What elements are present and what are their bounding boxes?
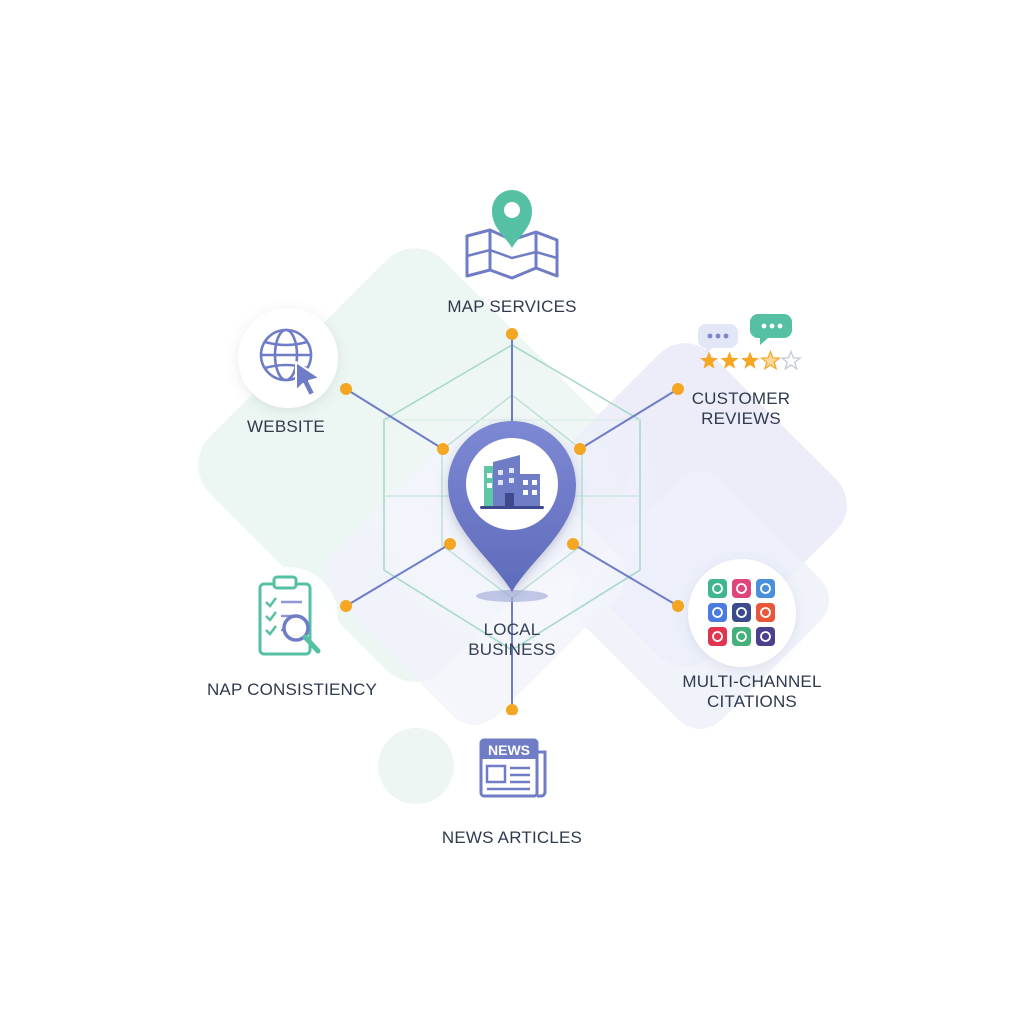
spoke-citations <box>572 543 679 607</box>
spokes <box>345 333 679 711</box>
customer-reviews-line1: CUSTOMER <box>691 389 791 408</box>
local-business-line1: LOCAL <box>483 620 541 639</box>
local-business-line2: BUSINESS <box>468 640 556 659</box>
star-filled-icon <box>700 351 718 369</box>
app-glyph-icon <box>712 583 723 594</box>
citations-line2: CITATIONS <box>707 692 797 711</box>
dot-citations-outer <box>672 600 684 612</box>
app-glyph-icon <box>712 607 723 618</box>
app-tile-dark-icon <box>732 603 751 622</box>
local-business-label: LOCAL BUSINESS <box>382 620 642 660</box>
nap-consistency-label: NAP CONSISTIENCY <box>162 680 422 700</box>
app-glyph-icon <box>736 631 747 642</box>
map-pin-icon <box>465 190 559 280</box>
dot-website-inner <box>437 443 449 455</box>
pin-shadow <box>476 590 548 602</box>
dot-nap-inner <box>444 538 456 550</box>
star-filled-icon <box>741 351 759 369</box>
globe-cursor-icon <box>259 328 313 382</box>
spoke-reviews <box>579 388 679 450</box>
dot-reviews-inner <box>574 443 586 455</box>
review-bubbles-icon <box>698 314 792 354</box>
nap-consistency-text: NAP CONSISTIENCY <box>206 680 378 699</box>
news-icon-text: NEWS <box>488 742 530 758</box>
local-business-pin <box>448 421 576 602</box>
dot-nap-outer <box>340 600 352 612</box>
app-tile-blue-icon <box>756 579 775 598</box>
star-empty-icon <box>759 349 782 371</box>
news-articles-text: NEWS ARTICLES <box>441 828 583 847</box>
star-filled-icon <box>720 351 739 369</box>
citations-label: MULTI-CHANNEL CITATIONS <box>622 672 882 712</box>
news-articles-label: NEWS ARTICLES <box>382 828 642 848</box>
website-text: WEBSITE <box>247 417 325 436</box>
spoke-website <box>345 388 444 450</box>
dot-reviews-outer <box>672 383 684 395</box>
website-label: WEBSITE <box>156 417 416 437</box>
website-icon-group <box>238 308 338 408</box>
building-icon <box>480 455 544 509</box>
citations-line1: MULTI-CHANNEL <box>682 672 822 691</box>
app-tile-red-camera-icon <box>708 627 727 646</box>
app-tile-camera-icon <box>756 603 775 622</box>
star-empty-icon <box>780 349 802 371</box>
customer-reviews-line2: REVIEWS <box>701 409 781 428</box>
app-glyph-icon <box>712 631 723 642</box>
citations-icon-group <box>688 559 796 667</box>
spoke-nap <box>345 543 451 607</box>
connector-dots <box>340 328 684 716</box>
website-icon-circle <box>238 308 338 408</box>
newspaper-icon: NEWS <box>479 738 547 798</box>
app-glyph-icon <box>760 583 771 594</box>
map-services-label: MAP SERVICES <box>382 297 642 317</box>
app-tile-purple-icon <box>756 627 775 646</box>
news-icon-group: NEWS <box>462 715 562 815</box>
app-glyph-icon <box>736 583 747 594</box>
dot-website-outer <box>340 383 352 395</box>
bg-circle <box>378 728 454 804</box>
dot-map <box>506 328 518 340</box>
app-grid-icon <box>708 579 775 646</box>
app-glyph-icon <box>760 607 771 618</box>
cursor-arrow <box>295 361 321 397</box>
clipboard-magnifier-icon <box>258 575 321 656</box>
app-glyph-icon <box>736 607 747 618</box>
rating-stars <box>700 349 802 371</box>
app-tile-pink-icon <box>732 579 751 598</box>
nap-icon-group <box>238 567 338 667</box>
map-services-text: MAP SERVICES <box>447 297 577 316</box>
app-tile-chat-icon <box>708 579 727 598</box>
app-tile-green-icon <box>732 627 751 646</box>
app-glyph-icon <box>760 631 771 642</box>
dot-news <box>506 704 518 716</box>
app-tile-link-icon <box>708 603 727 622</box>
dot-citations-inner <box>567 538 579 550</box>
customer-reviews-label: CUSTOMER REVIEWS <box>611 389 871 429</box>
